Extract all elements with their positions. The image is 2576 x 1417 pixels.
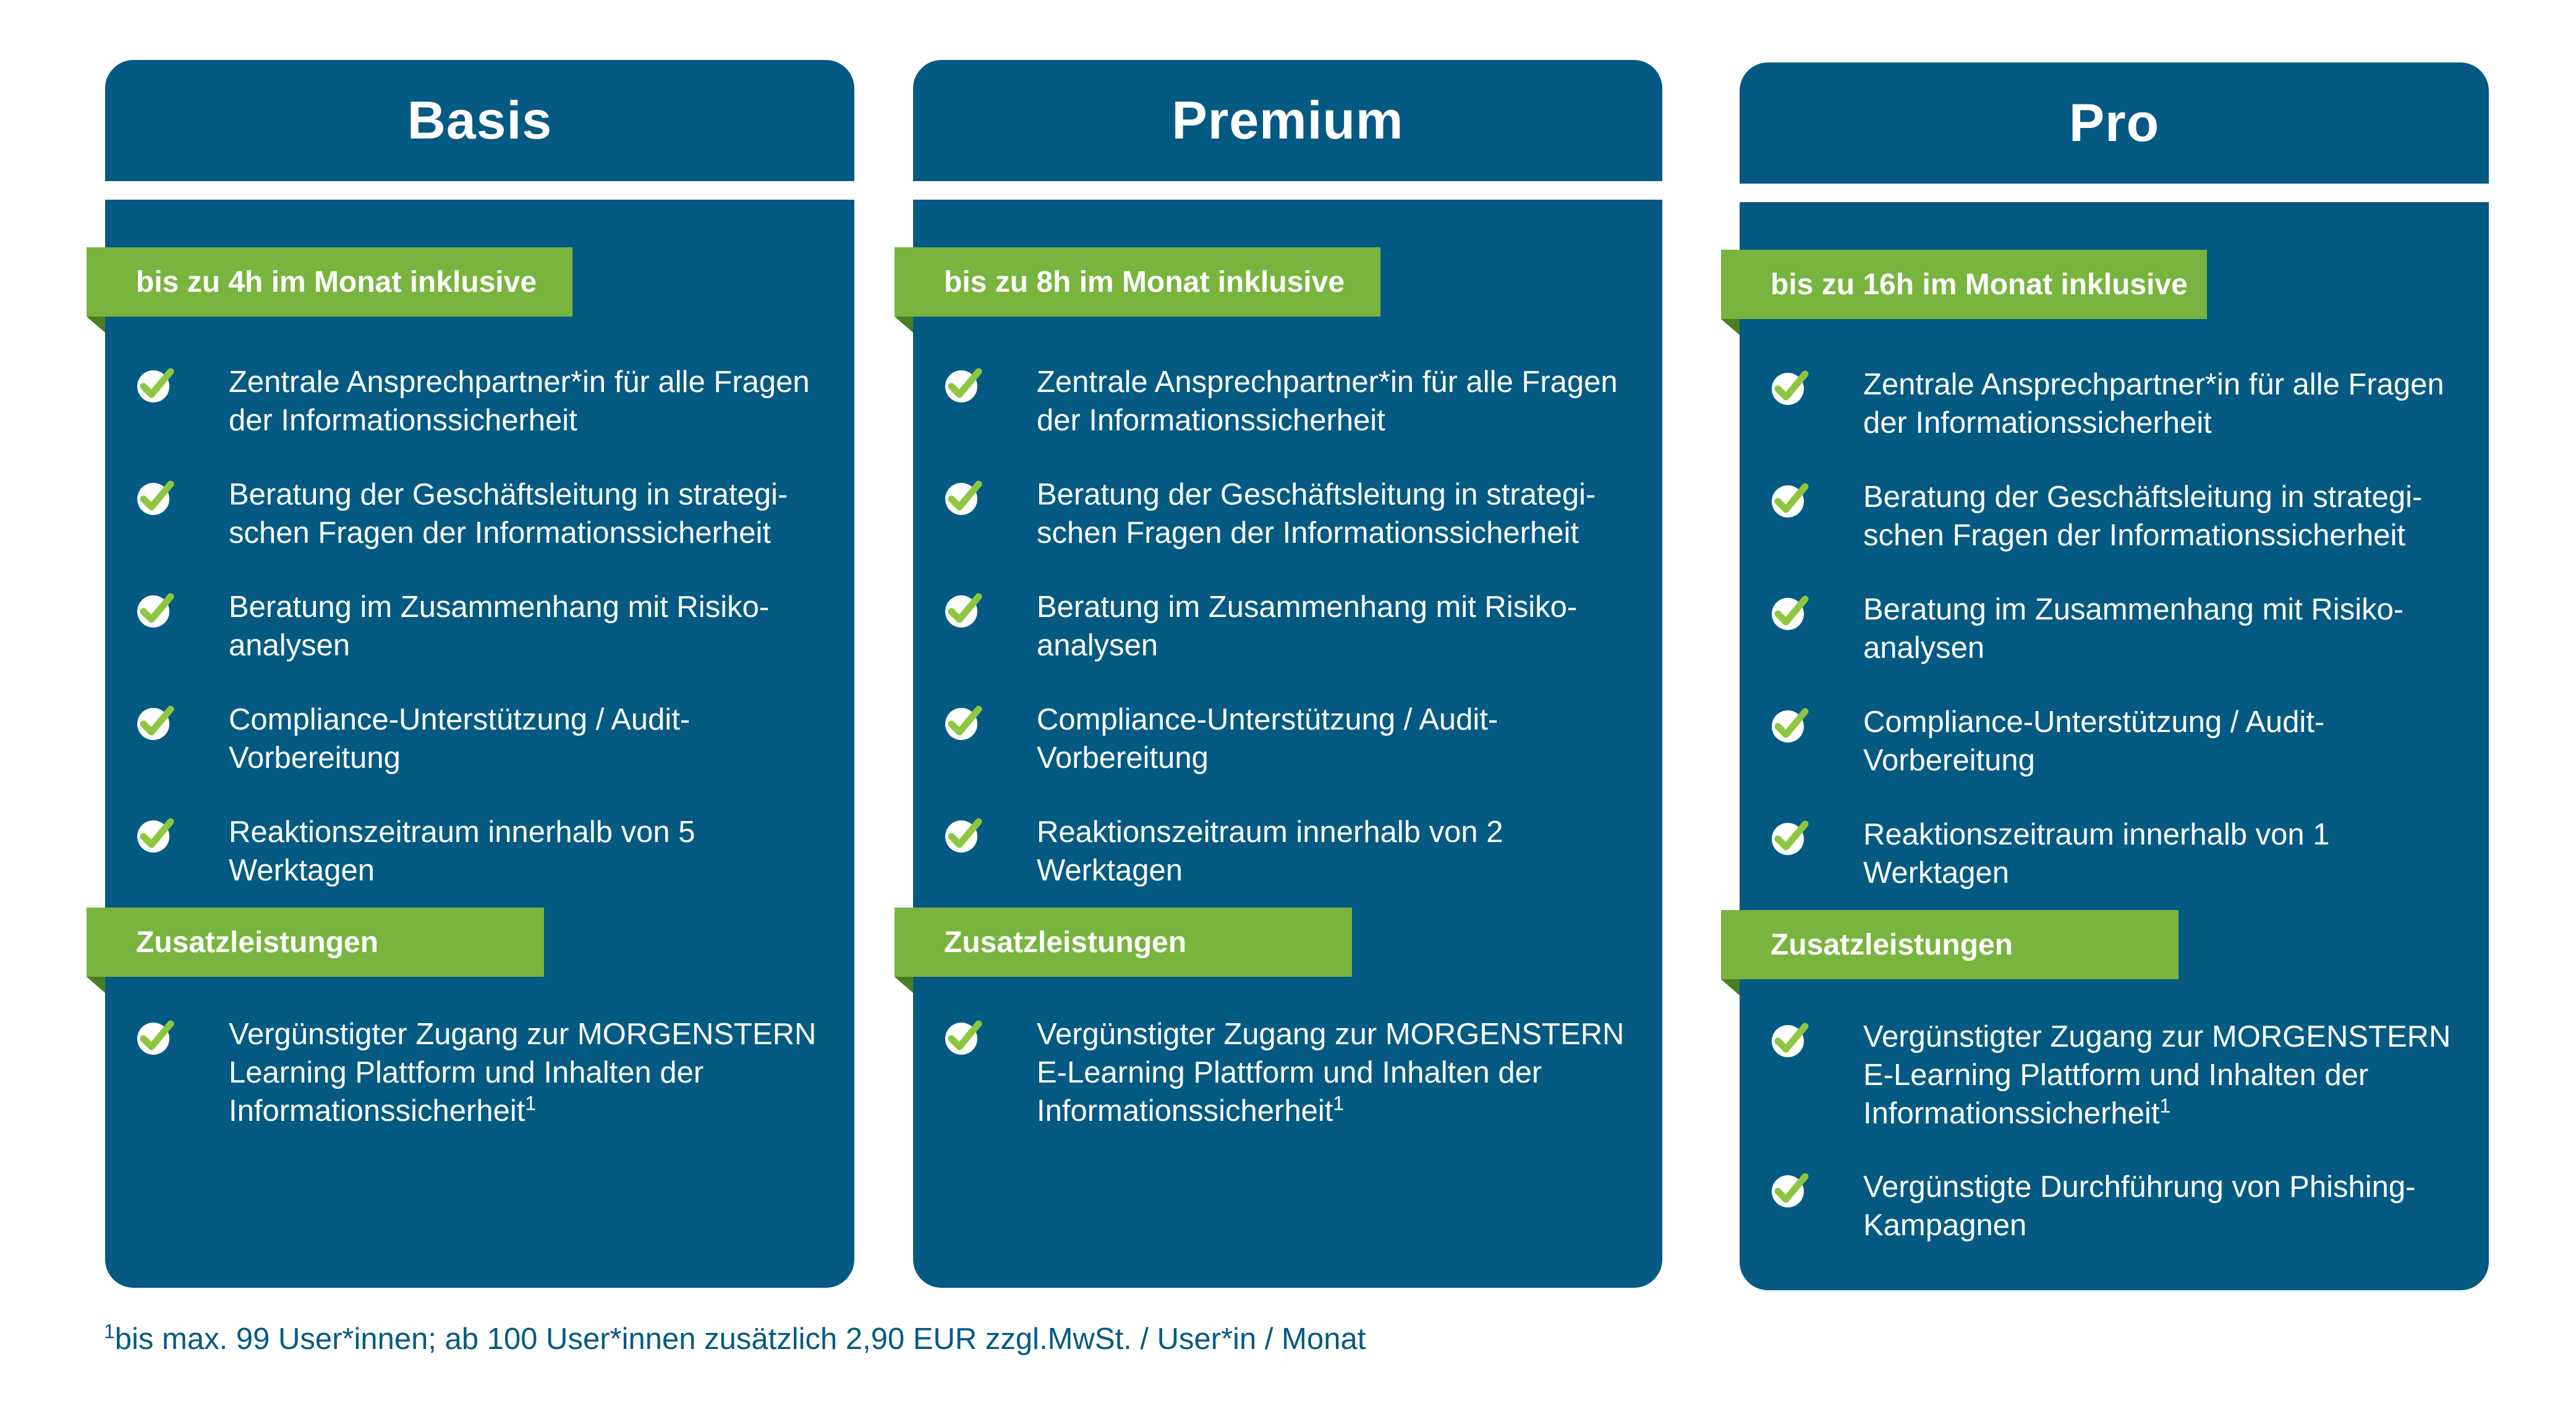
- feature-text: Reaktionszeitraum innerhalb von 1 Werkta…: [1863, 818, 2330, 890]
- plan-title: Pro: [1740, 62, 2489, 184]
- check-icon: [137, 368, 174, 402]
- check-icon: [1772, 708, 1809, 743]
- plan-body: bis zu 16h im Monat inklusive Zentrale A…: [1721, 202, 2489, 1290]
- feature-text: Beratung im Zusammenhang mit Risiko-anal…: [1037, 590, 1578, 662]
- extras-ribbon: Zusatzleistungen: [895, 908, 1352, 993]
- check-icon: [945, 705, 982, 740]
- included-hours-ribbon: bis zu 4h im Monat inklusive: [87, 247, 572, 333]
- feature-text: Compliance-Unterstützung / Audit-Vorbere…: [1037, 703, 1498, 775]
- extras-ribbon: Zusatzleistungen: [87, 908, 544, 993]
- included-hours-ribbon: bis zu 8h im Monat inklusive: [895, 247, 1380, 333]
- plan-body: bis zu 8h im Monat inklusive Zentrale An…: [895, 200, 1662, 1288]
- check-icon: [945, 368, 982, 402]
- check-icon: [945, 818, 982, 853]
- footnote-marker: 1: [525, 1092, 537, 1115]
- footnote-marker: 1: [104, 1320, 115, 1343]
- footnote: 1bis max. 99 User*innen; ab 100 User*inn…: [104, 1322, 1366, 1356]
- plan-title: Basis: [105, 60, 854, 181]
- extra-text: Vergünstigter Zugang zur MORGENSTERN E-L…: [1037, 1015, 1649, 1130]
- feature-text: Zentrale Ansprechpartner*in für alle Fra…: [1037, 365, 1618, 437]
- check-icon: [945, 593, 982, 628]
- feature-text: Beratung der Geschäftsleitung in strateg…: [1863, 480, 2423, 552]
- extra-label: Vergünstigte Durchführung von Phishing-K…: [1863, 1170, 2416, 1242]
- feature-text: Beratung im Zusammenhang mit Risiko-anal…: [1863, 593, 2404, 665]
- extra-text: Vergünstigter Zugang zur MORGENSTERN Lea…: [229, 1015, 841, 1130]
- feature-text: Compliance-Unterstützung / Audit-Vorbere…: [229, 703, 691, 775]
- plan-body: bis zu 4h im Monat inklusive Zentrale An…: [87, 200, 854, 1288]
- check-icon: [1772, 820, 1809, 855]
- feature-text: Beratung der Geschäftsleitung in strateg…: [229, 478, 788, 550]
- extra-text: Vergünstigte Durchführung von Phishing-K…: [1863, 1168, 2475, 1245]
- footnote-marker: 1: [2159, 1094, 2171, 1117]
- feature-text: Zentrale Ansprechpartner*in für alle Fra…: [1863, 368, 2444, 440]
- check-icon: [137, 593, 174, 628]
- feature-text: Beratung der Geschäftsleitung in strateg…: [1037, 478, 1596, 550]
- feature-text: Reaktionszeitraum innerhalb von 5 Werkta…: [229, 815, 695, 887]
- check-icon: [1772, 595, 1809, 630]
- footnote-marker: 1: [1333, 1092, 1345, 1115]
- plan-title: Premium: [913, 60, 1662, 181]
- check-icon: [1772, 1173, 1809, 1207]
- extra-text: Vergünstigter Zugang zur MORGENSTERN E-L…: [1863, 1018, 2475, 1133]
- check-icon: [137, 705, 174, 740]
- check-icon: [945, 1020, 982, 1055]
- check-icon: [1772, 370, 1809, 405]
- extras-ribbon: Zusatzleistungen: [1721, 910, 2179, 995]
- extra-label: Vergünstigter Zugang zur MORGENSTERN E-L…: [1863, 1020, 2451, 1130]
- feature-text: Reaktionszeitraum innerhalb von 2 Werkta…: [1037, 815, 1503, 887]
- feature-text: Beratung im Zusammenhang mit Risiko-anal…: [229, 590, 770, 662]
- feature-text: Zentrale Ansprechpartner*in für alle Fra…: [229, 365, 810, 437]
- check-icon: [137, 818, 174, 853]
- extra-label: Vergünstigter Zugang zur MORGENSTERN Lea…: [229, 1018, 817, 1128]
- feature-text: Compliance-Unterstützung / Audit-Vorbere…: [1863, 705, 2325, 777]
- check-icon: [1772, 1023, 1809, 1057]
- check-icon: [137, 480, 174, 515]
- extra-label: Vergünstigter Zugang zur MORGENSTERN E-L…: [1037, 1018, 1625, 1128]
- check-icon: [1772, 483, 1809, 517]
- check-icon: [137, 1020, 174, 1055]
- check-icon: [945, 480, 982, 515]
- included-hours-ribbon: bis zu 16h im Monat inklusive: [1721, 250, 2207, 335]
- footnote-text: bis max. 99 User*innen; ab 100 User*inne…: [114, 1322, 1366, 1356]
